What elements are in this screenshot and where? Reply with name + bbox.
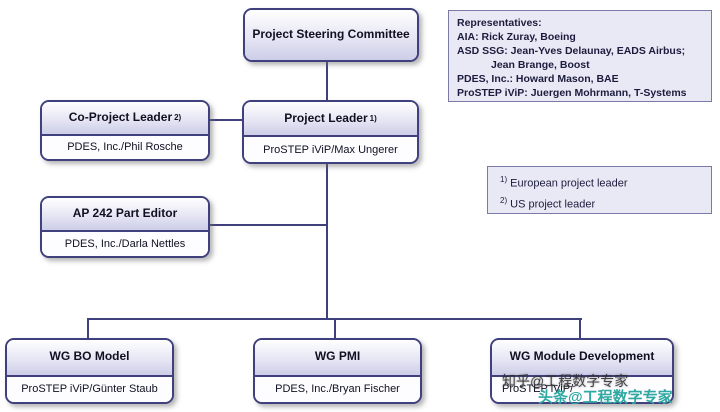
node-subtitle: PDES, Inc./Phil Rosche xyxy=(42,133,208,159)
connector-drop-wg-pmi xyxy=(334,318,336,340)
watermark-zhihu: 知乎@工程数字专家 xyxy=(502,373,629,389)
node-title-text: Co-Project Leader xyxy=(68,109,173,124)
node-subtitle: PDES, Inc./Darla Nettles xyxy=(42,230,208,256)
node-project-steering-committee: Project Steering Committee xyxy=(243,8,419,62)
footnote-marker: 2) xyxy=(174,113,182,123)
node-title: Project Steering Committee xyxy=(245,10,417,60)
representative-line: Jean Brange, Boost xyxy=(491,59,590,72)
footnote-marker: 1) xyxy=(500,175,508,184)
connector-drop-wg-module xyxy=(579,318,581,340)
connector-ap242-to-center xyxy=(206,224,328,226)
footnote-text: US project leader xyxy=(510,199,596,212)
node-subtitle: ProSTEP iViP/ xyxy=(492,374,672,402)
node-title-text: Project Leader xyxy=(284,110,368,125)
node-wg-pmi: WG PMI PDES, Inc./Bryan Fischer xyxy=(253,338,422,404)
connector-leader-to-bus xyxy=(326,160,328,320)
node-ap242-part-editor: AP 242 Part Editor PDES, Inc./Darla Nett… xyxy=(40,196,210,258)
footnotes-panel: 1)European project leader 2)US project l… xyxy=(487,166,712,214)
node-subtitle: PDES, Inc./Bryan Fischer xyxy=(255,374,420,402)
watermark-toutiao: 头条@工程数字专家 xyxy=(538,389,673,406)
node-wg-bo-model: WG BO Model ProSTEP iViP/Günter Staub xyxy=(5,338,174,404)
representative-line: ASD SSG: Jean-Yves Delaunay, EADS Airbus… xyxy=(457,45,686,58)
footnote-marker: 2) xyxy=(500,196,508,206)
node-wg-module-development: WG Module Development ProSTEP iViP/ xyxy=(490,338,674,404)
representative-line: ProSTEP iViP: Juergen Mohrmann, T-System… xyxy=(457,87,687,100)
connector-coleader-to-leader xyxy=(206,119,242,121)
footnote-line: 1)European project leader xyxy=(498,173,701,194)
connector-drop-wg-bo xyxy=(87,318,89,340)
footnote-line: 2)US project leader xyxy=(498,194,701,215)
connector-steering-to-leader xyxy=(326,58,328,102)
representative-line: AIA: Rick Zuray, Boeing xyxy=(457,31,576,44)
representative-line: PDES, Inc.: Howard Mason, BAE xyxy=(457,73,619,86)
node-subtitle: ProSTEP iViP/Max Ungerer xyxy=(244,135,417,162)
node-title: WG Module Development xyxy=(492,340,672,375)
representatives-heading: Representatives: xyxy=(457,17,542,29)
footnote-text: European project leader xyxy=(510,177,628,190)
node-title: WG PMI xyxy=(255,340,420,375)
footnote-marker: 1) xyxy=(369,114,377,124)
node-subtitle: ProSTEP iViP/Günter Staub xyxy=(7,374,172,402)
node-title: AP 242 Part Editor xyxy=(42,198,208,231)
representatives-panel: Representatives: AIA: Rick Zuray, Boeing… xyxy=(448,10,712,102)
node-title: WG BO Model xyxy=(7,340,172,375)
